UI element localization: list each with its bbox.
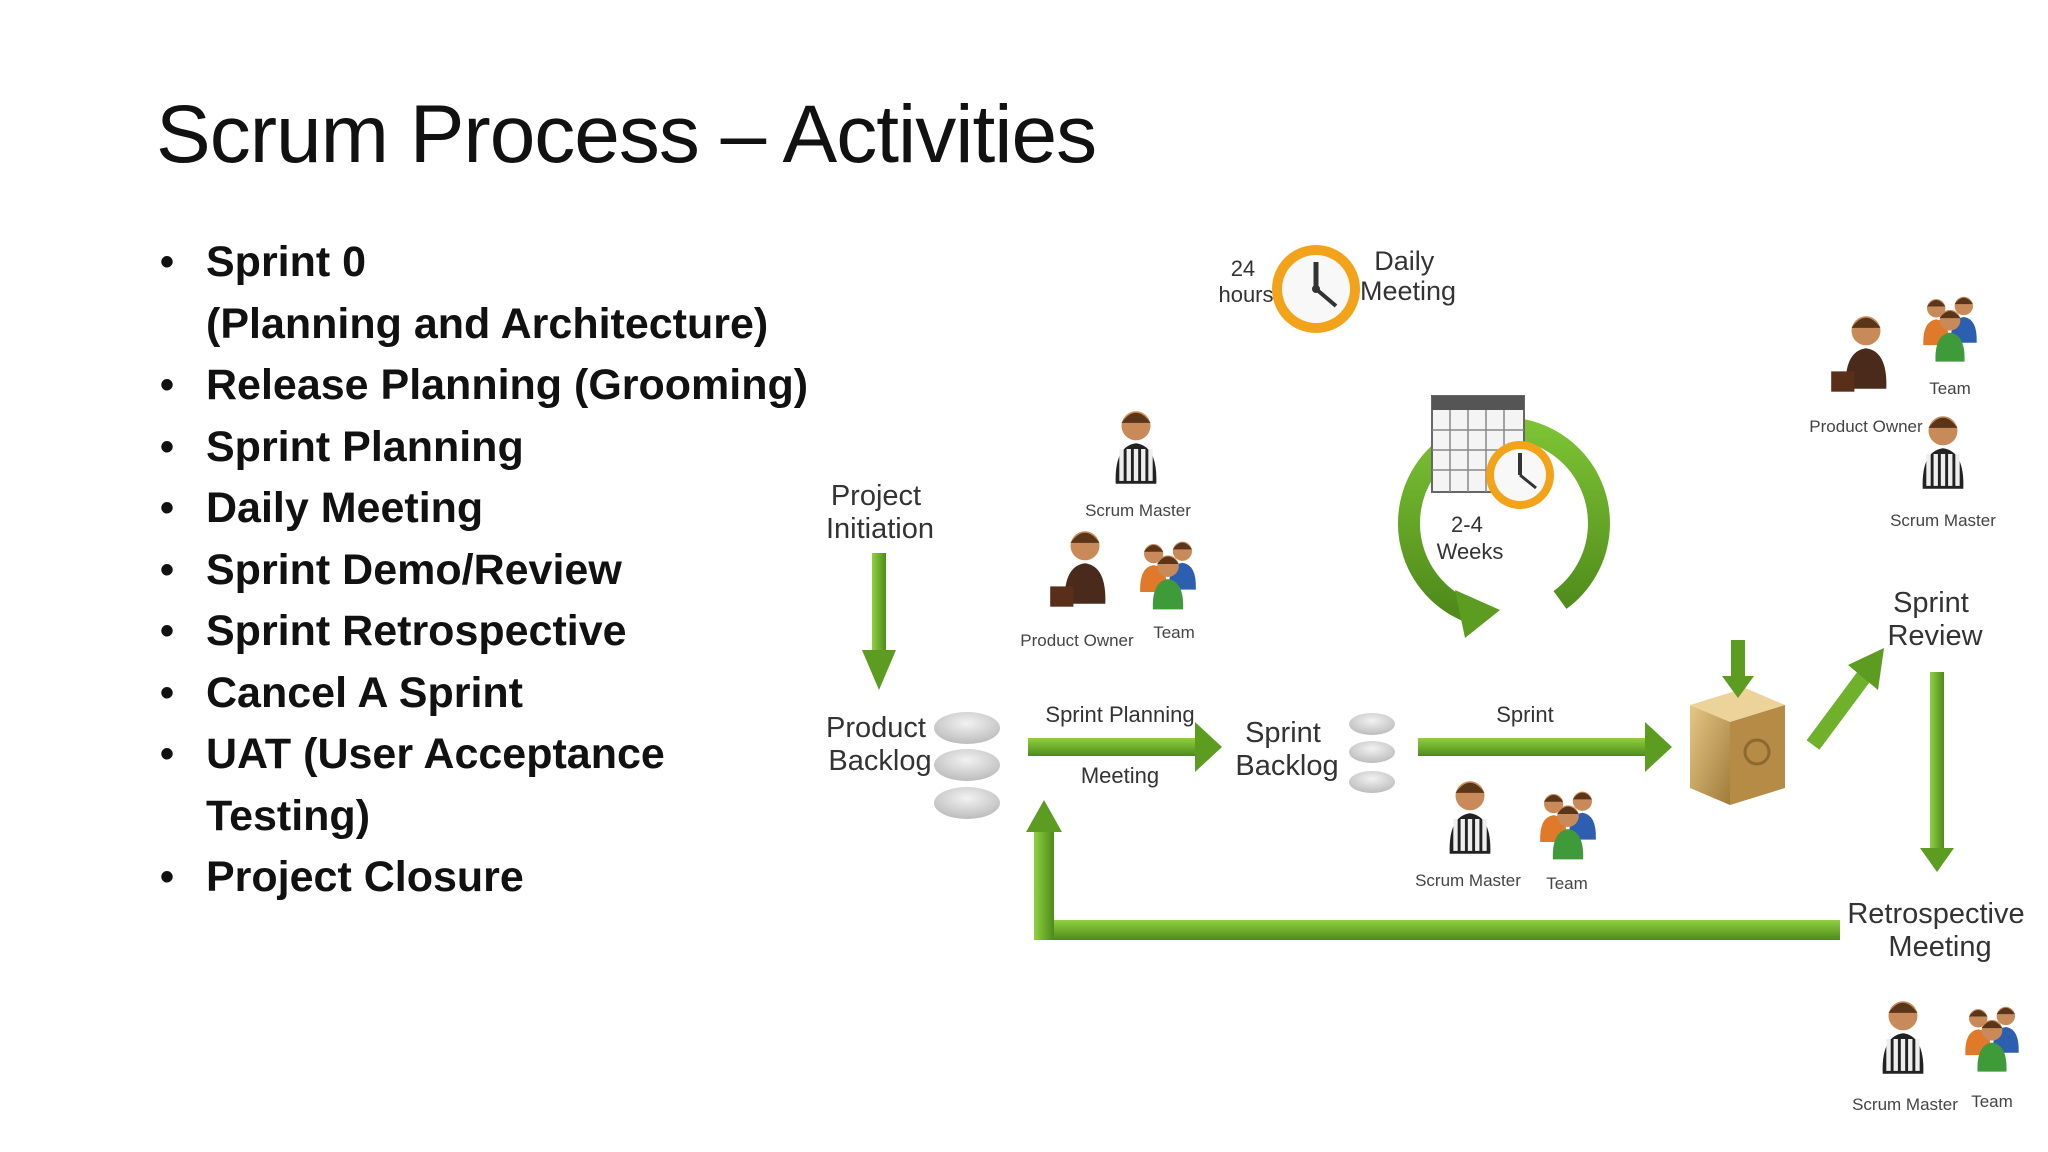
- review-product-owner-label: Product Owner: [1809, 417, 1923, 436]
- activity-text: Sprint 0: [206, 238, 367, 286]
- team-member-icon: [1935, 309, 1965, 362]
- daily-clock-icon: [1272, 245, 1360, 333]
- sprint-team-label: Team: [1546, 874, 1588, 893]
- sprint-planning-team-label: Team: [1153, 623, 1195, 642]
- product-owner-icon: [1831, 316, 1887, 392]
- sprint-review-label: Sprint Review: [1887, 587, 1983, 652]
- sprint-planning-product-owner-label: Product Owner: [1020, 631, 1134, 650]
- activity-text: Sprint Planning: [206, 422, 524, 471]
- activity-list-item: • Sprint Planning: [160, 417, 880, 479]
- bullet-dot-icon: •: [160, 424, 175, 469]
- bullet-dot-icon: •: [160, 855, 175, 899]
- sprint-cycle-ring-icon: [1397, 395, 1610, 638]
- activity-text: Daily Meeting: [206, 484, 484, 532]
- initiation-down-arrow: [862, 553, 896, 690]
- sprint-backlog-label: Sprint Backlog: [1235, 717, 1338, 782]
- sprint-planning-label: Sprint Planning: [1045, 702, 1194, 727]
- activity-list-item: • Sprint 0 (Planning and Architecture): [160, 232, 880, 355]
- feedback-loop-arrow: [1026, 800, 1840, 940]
- to-review-arrow: [1806, 648, 1884, 750]
- sprint-backlog-stack-icon: [1349, 713, 1395, 793]
- sprint-planning-scrum-master-label: Scrum Master: [1085, 501, 1191, 520]
- product-backlog-stack-icon: [934, 712, 1000, 819]
- project-initiation-label: Project Initiation: [826, 480, 934, 545]
- activity-text: (Planning and Architecture): [206, 299, 769, 348]
- bullet-dot-icon: •: [160, 670, 175, 715]
- activity-text: Testing): [206, 791, 371, 840]
- bullet-dot-icon: •: [160, 732, 175, 776]
- scrum-master-icon: [1882, 1001, 1924, 1074]
- activity-list-item: • Sprint Retrospective: [160, 601, 880, 663]
- scrum-master-icon: [1449, 781, 1491, 854]
- review-scrum-master-label: Scrum Master: [1890, 511, 1996, 530]
- product-increment-box-icon: [1690, 640, 1785, 805]
- activity-text: Sprint Retrospective: [206, 607, 627, 655]
- activity-text: UAT (User Acceptance: [206, 730, 665, 778]
- activity-text: Sprint Demo/Review: [206, 545, 622, 594]
- sprint-scrum-master-label: Scrum Master: [1415, 871, 1521, 890]
- scrum-master-icon: [1922, 416, 1964, 489]
- bullet-dot-icon: •: [160, 486, 175, 530]
- activity-list-item: • Sprint Demo/Review: [160, 540, 880, 602]
- sprint-planning-arrow: [1028, 722, 1222, 772]
- team-member-icon: [1552, 805, 1584, 860]
- activity-list: • Sprint 0 (Planning and Architecture) • Rel…: [160, 232, 880, 909]
- bullet-dot-icon: •: [160, 609, 175, 653]
- daily-meeting-label: Daily Meeting: [1360, 246, 1456, 306]
- activity-text: Release Planning (Grooming): [206, 361, 809, 409]
- activity-text: Cancel A Sprint: [206, 668, 523, 717]
- team-member-icon: [1152, 555, 1184, 610]
- weeks-label: 2-4 Weeks: [1437, 512, 1504, 564]
- product-owner-icon: [1050, 531, 1106, 607]
- sprint-arrow: [1418, 722, 1672, 772]
- review-team-label: Team: [1929, 379, 1971, 398]
- activity-list-item: • Release Planning (Grooming): [160, 355, 880, 417]
- retro-scrum-master-label: Scrum Master: [1852, 1095, 1958, 1114]
- slide-title: Scrum Process – Activities: [156, 89, 1097, 180]
- hours-label: 24 hours: [1218, 256, 1273, 307]
- to-retrospective-arrow: [1920, 672, 1954, 872]
- role-figures: [1050, 296, 2019, 1074]
- bullet-dot-icon: •: [160, 547, 175, 592]
- team-member-icon: [1977, 1019, 2007, 1072]
- sprint-label: Sprint: [1496, 702, 1553, 727]
- activity-list-item: • Cancel A Sprint: [160, 663, 880, 725]
- activity-text: Project Closure: [206, 853, 524, 901]
- retro-team-label: Team: [1971, 1092, 2013, 1111]
- retrospective-meeting-label: Retrospective Meeting: [1847, 898, 2032, 963]
- bullet-dot-icon: •: [160, 363, 175, 407]
- bullet-dot-icon: •: [160, 240, 175, 284]
- activity-list-item: • Daily Meeting: [160, 478, 880, 540]
- scrum-master-icon: [1115, 411, 1157, 484]
- product-backlog-label: Product Backlog: [826, 712, 934, 777]
- activity-list-item: • Project Closure: [160, 847, 880, 909]
- meeting-label: Meeting: [1081, 763, 1159, 788]
